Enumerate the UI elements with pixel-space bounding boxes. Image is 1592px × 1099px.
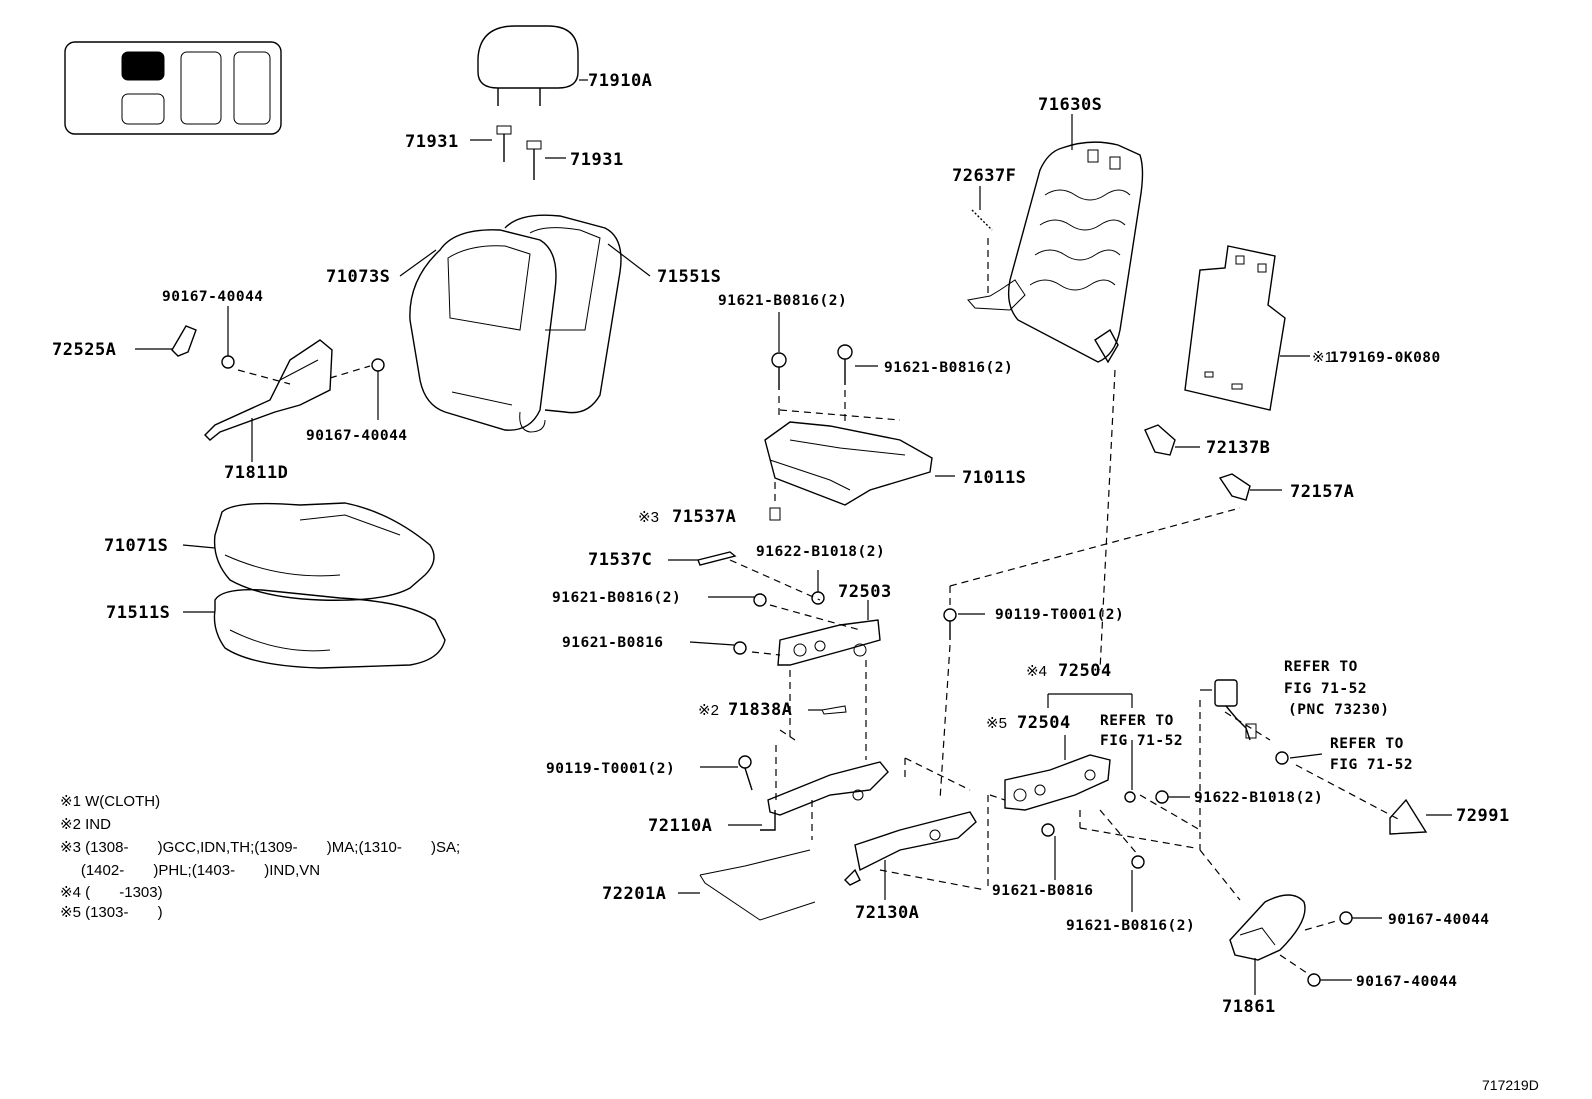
label-71838a: 71838A (728, 700, 792, 720)
cover-71861-drawing (1229, 894, 1382, 995)
label-headrest-support: 71931 (570, 150, 624, 170)
label-hook: 72525A (52, 340, 116, 360)
footnote: ※2 IND (60, 816, 111, 833)
headrest-drawing (470, 25, 588, 180)
refer-text: (PNC 73230) (1288, 702, 1390, 718)
footnotes: ※1 W(CLOTH) ※2 IND ※3 (1308- )GCC,IDN,TH… (60, 793, 460, 921)
label-bolt: 91621-B0816 (992, 883, 1094, 899)
label-adjuster: 72504 (1017, 713, 1071, 733)
label-bolt: 90119-T0001(2) (546, 761, 675, 777)
drawing-id: 717219D (1482, 1077, 1539, 1093)
label-seatback-assembly: 71073S (326, 267, 390, 287)
seat-indicator-highlighted (121, 51, 165, 81)
label-shield: 71811D (224, 463, 288, 483)
label-bolt: 91622-B1018(2) (756, 544, 885, 560)
label-71537a: 71537A (672, 507, 736, 527)
label-bolt: 91622-B1018(2) (1194, 790, 1323, 806)
wire-72201a-drawing (678, 849, 816, 921)
label-track: 72110A (648, 816, 712, 836)
label-screw: 90167-40044 (1388, 912, 1490, 928)
seatback-drawing (399, 214, 651, 433)
footnote: ※4 ( -1303) (60, 884, 163, 901)
refer-text: REFER TO (1100, 713, 1174, 729)
seat-indicator-box (121, 93, 165, 125)
label-pad: 71537C (588, 550, 652, 570)
label-bolt: 91621-B0816(2) (1066, 918, 1195, 934)
label-clip: 72157A (1290, 482, 1354, 502)
label-clip: 72137B (1206, 438, 1270, 458)
track-72130a-drawing (844, 757, 986, 900)
footnote: ※3 (1308- )GCC,IDN,TH;(1309- )MA;(1310- … (60, 839, 460, 856)
footnote: (1402- )PHL;(1403- )IND,VN (60, 862, 320, 879)
label-screw: 90167-40044 (162, 289, 264, 305)
mark-3: ※3 (638, 509, 659, 526)
label-seatback-frame: 71630S (1038, 95, 1102, 115)
mark-4: ※4 (1026, 663, 1047, 680)
refer-text: FIG 71-52 (1330, 757, 1413, 773)
footnote: ※1 W(CLOTH) (60, 793, 160, 810)
label-wire: 72201A (602, 884, 666, 904)
footnote: ※5 (1303- ) (60, 904, 163, 921)
seat-indicator-box (233, 51, 271, 125)
seat-indicator-box (180, 51, 222, 125)
label-bolt: 91621-B0816(2) (884, 360, 1013, 376)
label-seat-frame: 71011S (962, 468, 1026, 488)
seatback-frame-drawing (967, 114, 1144, 364)
label-bolt: 91621-B0816(2) (718, 293, 847, 309)
mark-1: ※1 (1312, 349, 1333, 366)
board-drawing (1184, 245, 1310, 411)
label-seatback-pad: 71551S (657, 267, 721, 287)
label-screw: 90167-40044 (306, 428, 408, 444)
clips-drawing (1144, 424, 1282, 501)
label-bolt: 90119-T0001(2) (995, 607, 1124, 623)
bolt-90119-right-drawing (939, 369, 1241, 801)
shield-drawing (135, 306, 385, 462)
seat-cushion-drawing (182, 502, 446, 669)
label-cover: 71861 (1222, 997, 1276, 1017)
refer-text: REFER TO (1284, 659, 1358, 675)
refer-text: REFER TO (1330, 736, 1404, 752)
label-spring: 72637F (952, 166, 1016, 186)
mark-5: ※5 (986, 715, 1007, 732)
label-seat-cushion-pad: 71511S (106, 603, 170, 623)
seatbelt-drawing (1199, 679, 1452, 901)
label-headrest: 71910A (588, 71, 652, 91)
label-adjuster: 72503 (838, 582, 892, 602)
label-adjuster-group: 72504 (1058, 661, 1112, 681)
label-bolt: 91621-B0816(2) (552, 590, 681, 606)
refer-text: FIG 71-52 (1100, 733, 1183, 749)
label-board: 179169-0K080 (1330, 350, 1441, 366)
adjuster-72503-drawing (668, 551, 881, 760)
seat-position-indicator (64, 41, 282, 135)
label-track: 72130A (855, 903, 919, 923)
label-cover: 72991 (1456, 806, 1510, 826)
refer-text: FIG 71-52 (1284, 681, 1367, 697)
label-headrest-support: 71931 (405, 132, 459, 152)
mark-2: ※2 (698, 702, 719, 719)
bolts-lower-drawing (1041, 790, 1190, 912)
label-71838a-drawing (779, 705, 847, 741)
label-screw: 90167-40044 (1356, 974, 1458, 990)
seat-frame-drawing (764, 312, 955, 521)
label-seat-cushion-assembly: 71071S (104, 536, 168, 556)
track-72110a-drawing (700, 745, 889, 840)
adjuster-72504-drawing (987, 693, 1201, 890)
label-bolt: 91621-B0816 (562, 635, 664, 651)
